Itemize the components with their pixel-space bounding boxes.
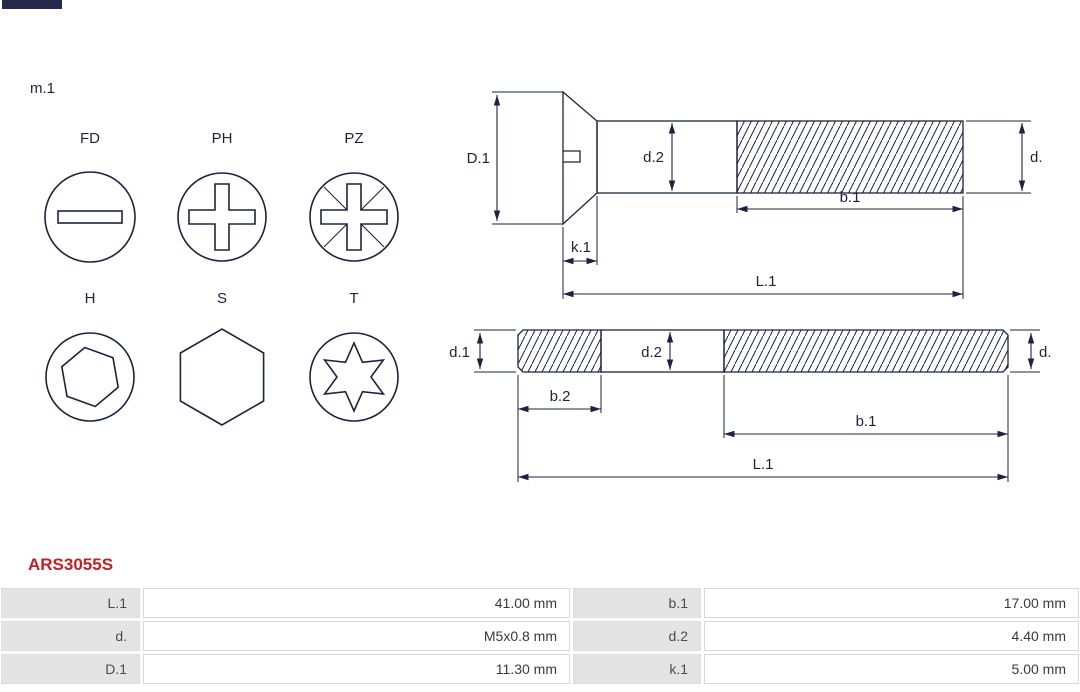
dim-label-shank-diameter: d.2 — [643, 149, 664, 166]
dim-label-cell: b.1 — [573, 588, 701, 618]
dim-label-cell: D.1 — [1, 654, 140, 684]
drive-type-label: T — [349, 290, 359, 307]
dim-label-head-height: k.1 — [571, 239, 591, 256]
dim-label-stud-total-length: L.1 — [753, 456, 774, 473]
dim-label-thread-length: b.1 — [840, 189, 861, 206]
torx-drive-icon — [309, 332, 399, 422]
drive-type-label: PH — [211, 130, 233, 147]
drive-type-label: FD — [80, 130, 100, 147]
countersunk-screw-drawing: D.1 d.2 d. b.1 k.1 L.1 — [467, 90, 1043, 299]
drive-type-t: T — [299, 290, 409, 432]
dim-label-right-diameter: d. — [1039, 344, 1052, 361]
screw-head-slot — [563, 150, 581, 163]
dim-label-head-diameter: D.1 — [467, 150, 490, 167]
drive-type-label: PZ — [344, 130, 364, 147]
screw-shank — [596, 120, 738, 194]
drive-types-grid: FD PH PZ H — [35, 130, 409, 432]
dim-value-cell: 5.00 mm — [704, 654, 1079, 684]
stud-right-thread — [723, 329, 1009, 373]
dim-label-middle-diameter: d.2 — [641, 344, 662, 361]
screw-thread — [736, 120, 964, 194]
drive-type-pz: PZ — [299, 130, 409, 272]
dim-value-cell: 17.00 mm — [704, 588, 1079, 618]
drive-type-s: S — [167, 290, 277, 432]
variant-label: m.1 — [30, 80, 56, 97]
drive-type-label: H — [84, 290, 96, 307]
drive-type-h: H — [35, 290, 145, 432]
stud-left-thread — [517, 329, 602, 373]
dim-label-thread-diameter: d. — [1030, 149, 1043, 166]
dim-value-cell: 4.40 mm — [704, 621, 1079, 651]
dim-value-cell: 11.30 mm — [143, 654, 570, 684]
dim-label-cell: L.1 — [1, 588, 140, 618]
dim-label-total-length: L.1 — [756, 273, 777, 290]
slotted-drive-icon — [44, 171, 136, 263]
dim-label-cell: d.2 — [573, 621, 701, 651]
dim-value-cell: 41.00 mm — [143, 588, 570, 618]
drive-type-ph: PH — [167, 130, 277, 272]
part-number: ARS3055S — [28, 555, 114, 574]
drive-type-label: S — [216, 290, 227, 307]
drive-type-fd: FD — [35, 130, 145, 272]
stud-drawing: d.1 d.2 d. b.2 b.1 L.1 — [449, 329, 1052, 482]
dim-value-cell: M5x0.8 mm — [143, 621, 570, 651]
phillips-drive-icon — [177, 172, 267, 262]
hex-head-icon — [179, 328, 265, 426]
site-logo-fragment — [2, 0, 62, 9]
hex-socket-drive-icon — [45, 332, 135, 422]
pozidriv-drive-icon — [309, 172, 399, 262]
dim-label-left-diameter: d.1 — [449, 344, 470, 361]
dimensions-table: L.1 41.00 mm b.1 17.00 mm d. M5x0.8 mm d… — [1, 588, 1079, 684]
dim-label-left-thread-length: b.2 — [550, 388, 571, 405]
screw-technical-drawing: D.1 d.2 d. b.1 k.1 L.1 — [449, 90, 1052, 482]
dim-label-cell: k.1 — [573, 654, 701, 684]
dim-label-cell: d. — [1, 621, 140, 651]
dim-label-right-thread-length: b.1 — [856, 413, 877, 430]
stud-middle-section — [600, 329, 725, 373]
